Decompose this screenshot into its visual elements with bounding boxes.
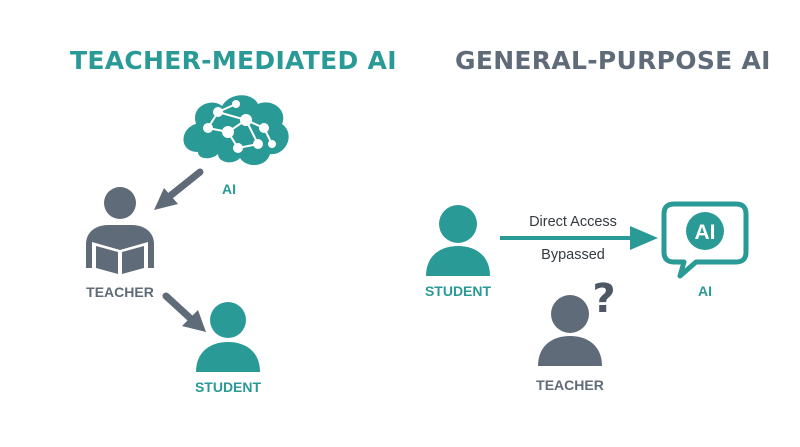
teacher-label-left: TEACHER: [86, 284, 154, 300]
ai-chat-bubble-icon: AI: [661, 201, 749, 279]
student-icon-right: [426, 205, 490, 276]
student-icon-left: [196, 302, 260, 372]
teacher-label-right: TEACHER: [536, 377, 604, 393]
student-label-right: STUDENT: [424, 283, 492, 299]
arrow-label-bypassed: Bypassed: [541, 247, 605, 263]
teacher-icon-right: [538, 295, 602, 366]
ai-label-left: AI: [222, 181, 236, 197]
teacher-reading-icon: [86, 187, 154, 280]
arrow-label-direct-access: Direct Access: [529, 214, 617, 230]
brain-icon: [183, 95, 289, 166]
arrow-teacher-to-student: [162, 292, 206, 332]
ai-label-right: AI: [698, 283, 712, 299]
student-label-left: STUDENT: [194, 379, 262, 395]
ai-bubble-text: AI: [695, 221, 716, 244]
title-general-purpose-ai: GENERAL-PURPOSE AI: [455, 46, 771, 75]
question-mark-icon: ?: [592, 276, 615, 322]
title-teacher-mediated-ai: TEACHER-MEDIATED AI: [70, 46, 397, 75]
arrow-direct-access: [500, 226, 658, 250]
arrow-ai-to-teacher: [154, 168, 204, 210]
